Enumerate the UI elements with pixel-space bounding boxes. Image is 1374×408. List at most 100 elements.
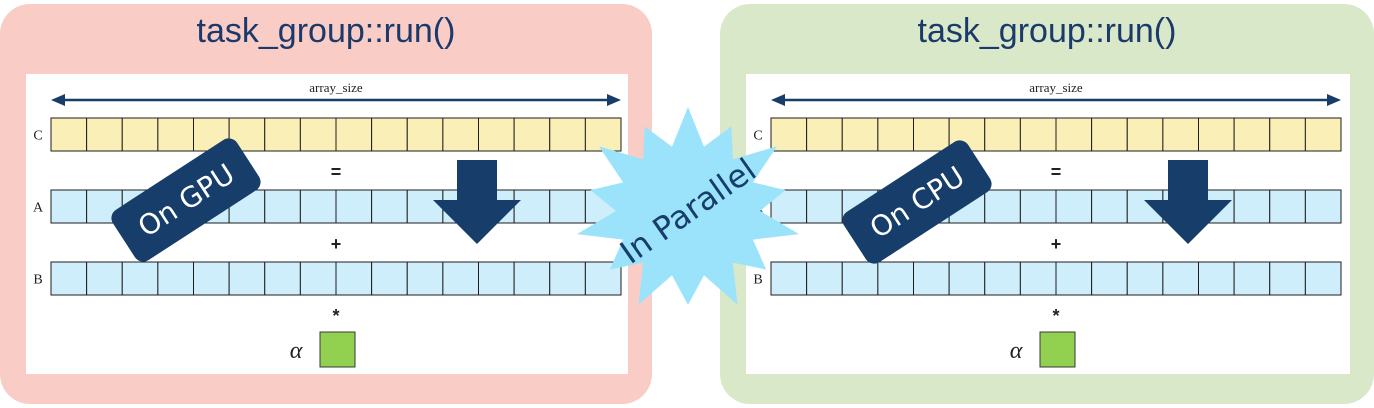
array-cell: [299, 261, 337, 296]
array-size-label: array_size: [1029, 80, 1083, 95]
array-cell: [50, 189, 88, 224]
array-cell: [877, 117, 914, 152]
panel-title: task_group::run(): [917, 12, 1177, 50]
array-cell: [984, 117, 1021, 152]
row-label: C: [753, 129, 762, 144]
array-cell: [228, 261, 266, 296]
array-cell: [406, 189, 444, 224]
alpha-label: α: [1010, 338, 1023, 364]
operator-label: =: [331, 162, 342, 182]
alpha-label: α: [290, 338, 303, 364]
operator-label: *: [1052, 306, 1059, 326]
array-cell: [513, 189, 551, 224]
array-cell: [1091, 189, 1128, 224]
array-cell: [806, 117, 843, 152]
array-cell: [406, 261, 444, 296]
array-cell: [1304, 189, 1342, 224]
array-cell: [1233, 189, 1271, 224]
row-label: B: [33, 273, 42, 288]
array-cell: [193, 117, 230, 152]
double-headed-arrow-icon: [1327, 94, 1341, 106]
array-cell: [806, 261, 843, 296]
array-cell: [1233, 117, 1271, 152]
array-cell: [1019, 261, 1057, 296]
array-cell: [264, 261, 301, 296]
array-cell: [335, 261, 373, 296]
array-cell: [1304, 261, 1342, 296]
array-cell: [478, 117, 515, 152]
array-cell: [1055, 261, 1093, 296]
array-cell: [121, 117, 159, 152]
array-cell: [371, 189, 408, 224]
scalar-alpha-box: [319, 331, 356, 368]
array-cell: [913, 117, 950, 152]
array-cell: [1304, 117, 1342, 152]
down-arrow-icon: [1144, 160, 1232, 244]
array-cell: [841, 117, 879, 152]
array-cell: [549, 261, 586, 296]
burst-shape: [576, 107, 800, 305]
array-cell: [549, 117, 586, 152]
array-cell: [121, 261, 159, 296]
array-cell: [50, 117, 88, 152]
array-cell: [770, 261, 808, 296]
array-cell: [948, 261, 986, 296]
array-cell: [86, 261, 123, 296]
array-cell: [157, 117, 194, 152]
array-cell: [513, 261, 551, 296]
double-headed-arrow-icon: [771, 94, 785, 106]
array-c: [770, 117, 1342, 152]
array-cell: [1162, 261, 1199, 296]
panel-title: task_group::run(): [196, 12, 456, 50]
array-cell: [371, 117, 408, 152]
row-label: C: [33, 129, 42, 144]
array-cell: [1233, 261, 1271, 296]
array-cell: [1269, 189, 1306, 224]
array-size-label: array_size: [309, 80, 363, 95]
row-label: A: [33, 201, 44, 216]
array-cell: [1019, 189, 1057, 224]
array-cell: [1126, 261, 1164, 296]
array-cell: [193, 261, 230, 296]
down-arrow-icon: [433, 160, 521, 244]
row-label: B: [753, 273, 762, 288]
array-cell: [1126, 117, 1164, 152]
array-b: [50, 261, 622, 296]
array-cell: [86, 117, 123, 152]
array-cell: [406, 117, 444, 152]
array-cell: [442, 117, 479, 152]
array-cell: [1162, 117, 1199, 152]
array-cell: [1198, 261, 1235, 296]
double-headed-arrow-icon: [51, 94, 65, 106]
in-parallel-burst: In Parallel: [576, 107, 800, 305]
array-cell: [841, 261, 879, 296]
array-b: [770, 261, 1342, 296]
operator-label: =: [1051, 162, 1062, 182]
array-cell: [335, 117, 373, 152]
array-cell: [264, 189, 301, 224]
array-cell: [1198, 117, 1235, 152]
array-cell: [299, 117, 337, 152]
array-cell: [50, 261, 88, 296]
array-cell: [1269, 261, 1306, 296]
operator-label: +: [331, 234, 342, 254]
array-cell: [806, 189, 843, 224]
array-c: [50, 117, 622, 152]
scalar-alpha-box: [1039, 331, 1076, 368]
operator-label: *: [332, 306, 339, 326]
array-cell: [299, 189, 337, 224]
array-cell: [984, 261, 1021, 296]
array-cell: [157, 261, 194, 296]
array-cell: [513, 117, 551, 152]
array-cell: [478, 261, 515, 296]
array-cell: [1091, 117, 1128, 152]
array-cell: [1091, 261, 1128, 296]
array-cell: [264, 117, 301, 152]
array-cell: [984, 189, 1021, 224]
